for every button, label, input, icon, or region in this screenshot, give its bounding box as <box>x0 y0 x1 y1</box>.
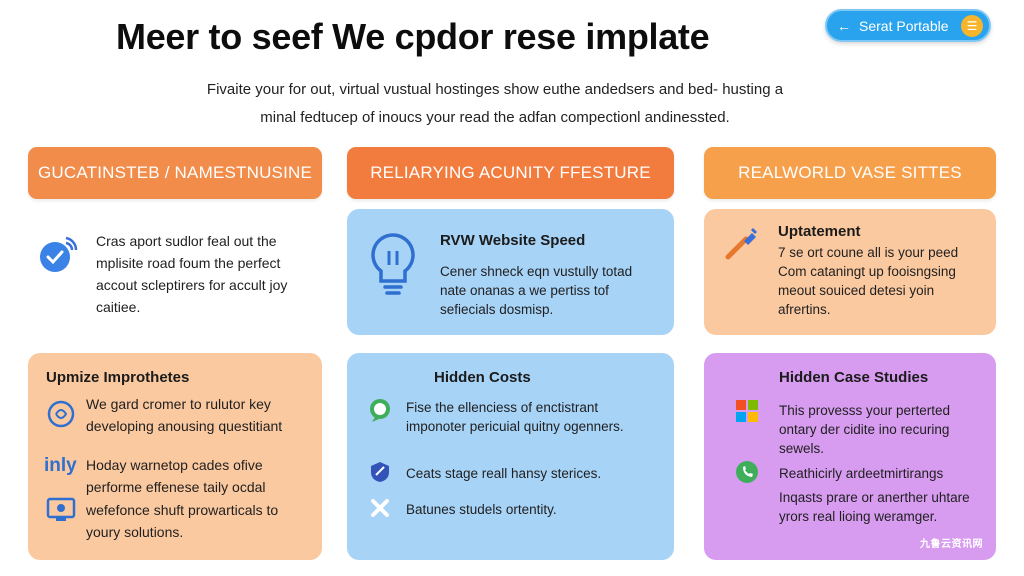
item-text: This provesss your perterted ontary der … <box>779 403 951 456</box>
item-text: Ceats stage reall hansy sterices. <box>406 466 602 481</box>
portal-button[interactable]: ← Serat Portable ☰ <box>825 9 991 42</box>
item-text: Inqasts prare or anerther uhtare yrors r… <box>779 490 970 524</box>
card-hidden-costs: Hidden Costs Fise the ellenciess of enct… <box>347 353 674 560</box>
check-badge-icon <box>36 232 82 278</box>
item-text: Reathicirly ardeetmirtirangs <box>779 466 944 481</box>
page-subtitle: Fivaite your for out, virtual vustual ho… <box>0 76 990 132</box>
column-header-2[interactable]: RELIARYING ACUNITY FFESTURE <box>347 147 674 199</box>
arrow-left-icon: ← <box>837 17 851 34</box>
item-text: wefefonce shuft prowarticals to youry so… <box>86 502 279 540</box>
item-text: We gard cromer to rulutor key developing… <box>86 396 283 434</box>
column-header-1[interactable]: GUCATINSTEB / NAMESTNUSINE <box>28 147 322 199</box>
card-text: Cener shneck eqn vustully totad nate ona… <box>440 264 633 317</box>
windows-grid-icon <box>735 399 759 423</box>
card-title: Uptatement <box>778 223 861 240</box>
item-text: Hoday warnetop cades ofive performe effe… <box>86 457 266 495</box>
card-text: Com cataningt up fooisngsing meout souic… <box>778 264 956 317</box>
intro-text: Cras aport sudlor feal out the mplisite … <box>96 233 288 315</box>
phone-icon <box>735 460 759 484</box>
column-header-3[interactable]: REALWORLD VASE SITTES <box>704 147 996 199</box>
watermark: 九鲁云资讯网 <box>920 539 983 550</box>
subtitle-line-1: Fivaite your for out, virtual vustual ho… <box>206 81 784 98</box>
card-title: Hidden Case Studies <box>779 369 929 386</box>
shield-icon <box>368 460 392 484</box>
lightbulb-icon <box>365 229 421 303</box>
card-website-speed: RVW Website Speed Cener shneck eqn vustu… <box>347 209 674 335</box>
card-line: 7 se ort coune all is your peed <box>778 245 959 260</box>
chat-bubble-icon <box>367 397 393 423</box>
item-text: Fise the ellenciess of enctistrant impon… <box>406 400 624 434</box>
portal-button-label: Serat Portable <box>859 17 949 34</box>
card-uptatement: Uptatement 7 se ort coune all is your pe… <box>704 209 996 335</box>
card-title: Upmize Improthetes <box>46 369 190 386</box>
card-title: Hidden Costs <box>434 369 531 386</box>
card-improvements: Upmize Improthetes We gard cromer to rul… <box>28 353 322 560</box>
tools-icon <box>370 498 390 518</box>
card-case-studies: Hidden Case Studies This provesss your p… <box>704 353 996 560</box>
menu-icon[interactable]: ☰ <box>961 15 983 37</box>
subtitle-line-2: minal fedtucep of inoucs your read the a… <box>260 109 730 126</box>
wrench-icon <box>722 225 760 263</box>
inly-label: inly <box>44 455 77 476</box>
page-title: Meer to seef We cpdor rese implate <box>116 16 710 57</box>
brain-icon <box>46 399 76 429</box>
card-title: RVW Website Speed <box>440 232 586 249</box>
item-text: Batunes studels ortentity. <box>406 502 557 517</box>
monitor-icon <box>46 497 76 523</box>
